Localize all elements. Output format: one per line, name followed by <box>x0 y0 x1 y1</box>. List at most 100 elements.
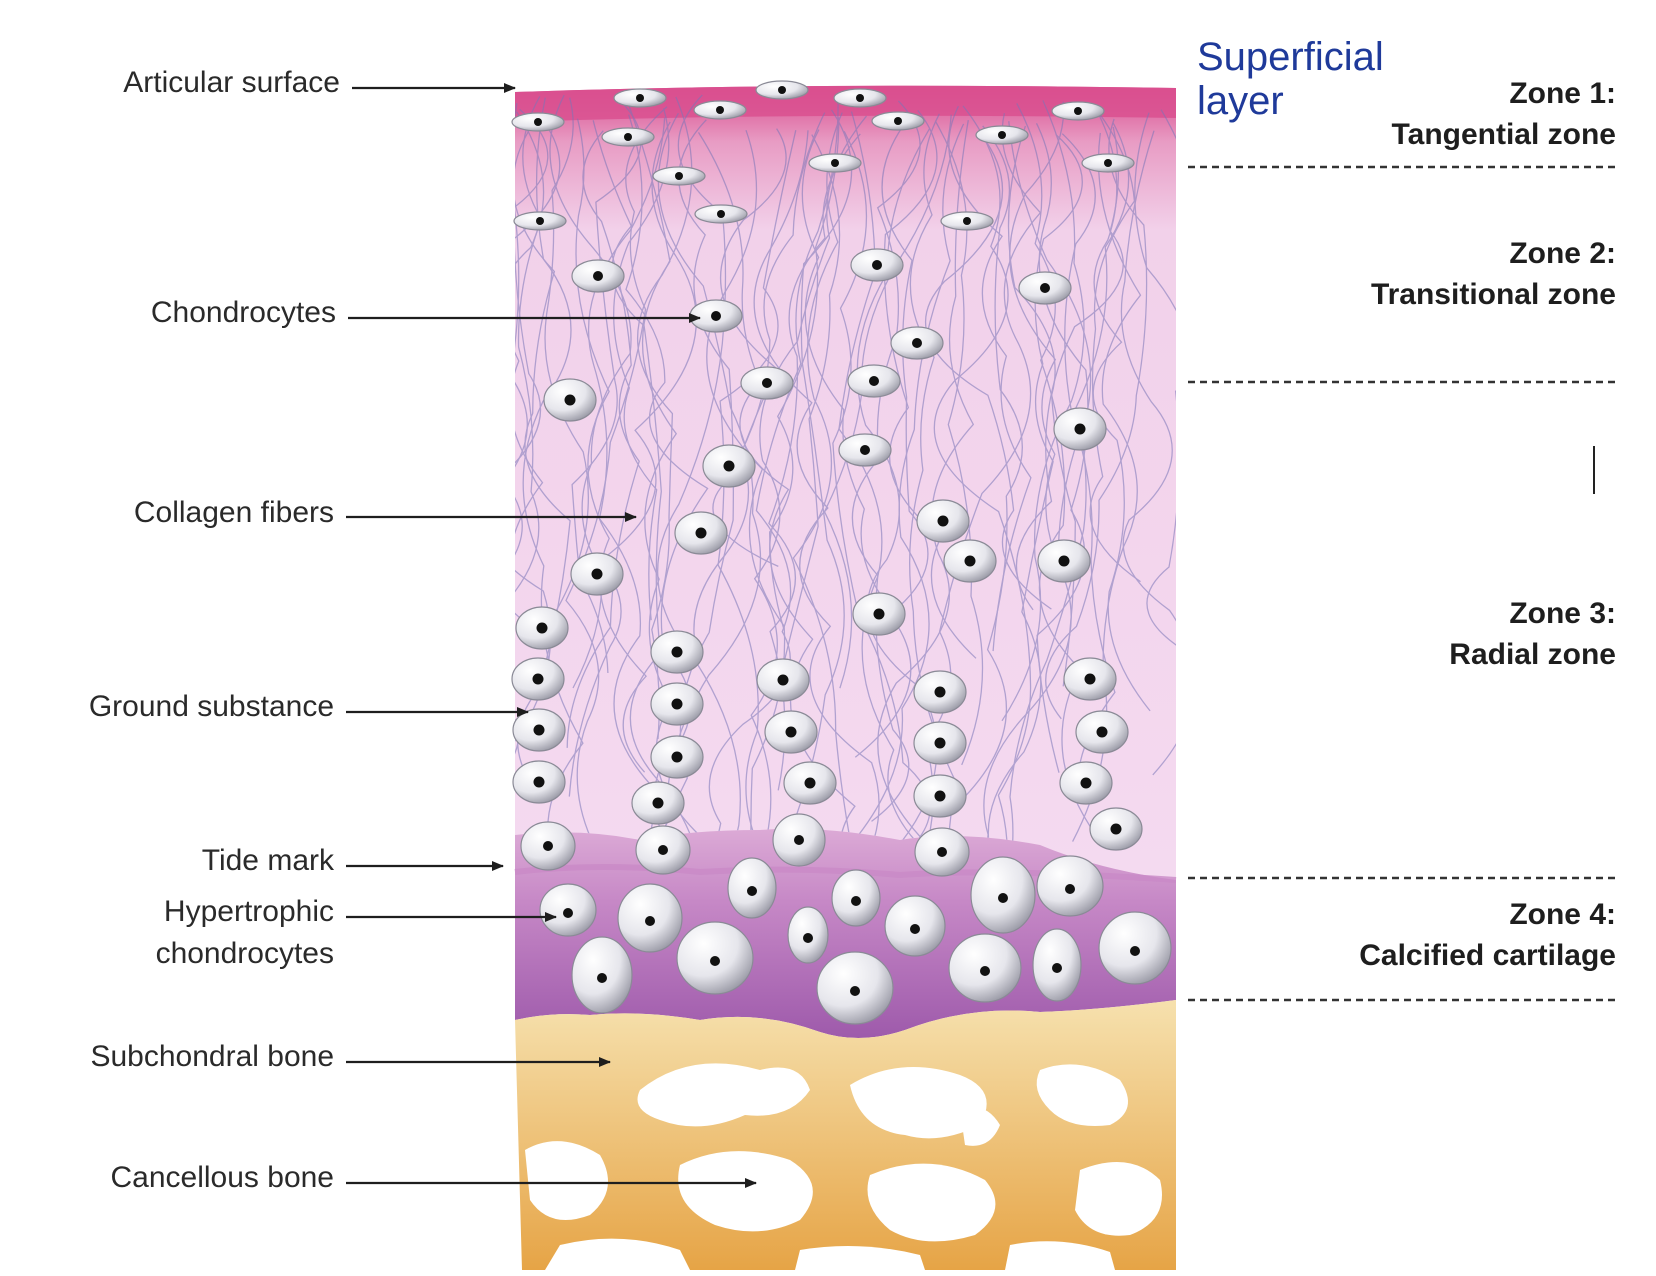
chondrocyte <box>1059 761 1113 805</box>
chondrocyte <box>913 774 967 818</box>
zone4-name: Calcified cartilage <box>1359 939 1616 972</box>
collagen-fiber <box>780 134 841 675</box>
collagen-fiber <box>1045 118 1148 720</box>
collagen-fiber <box>515 96 543 880</box>
chondrocyte <box>571 259 625 293</box>
chondrocyte <box>871 111 925 131</box>
superficial-layer-label-2: layer <box>1197 79 1284 123</box>
collagen-fiber <box>883 109 977 659</box>
collagen-fiber <box>613 108 670 621</box>
chondrocyte <box>652 166 706 186</box>
collagen-fiber <box>708 100 839 880</box>
chondrocyte <box>650 630 704 674</box>
chondrocyte <box>601 127 655 147</box>
chondrocyte <box>847 364 901 398</box>
chondrocyte <box>520 821 576 871</box>
chondrocyte <box>850 248 904 282</box>
chondrocyte <box>884 895 946 957</box>
chondrocyte <box>852 592 906 636</box>
label-tide: Tide mark <box>202 844 335 877</box>
collagen-fiber <box>549 94 632 797</box>
zone2-title: Zone 2: <box>1509 237 1616 270</box>
collagen-fiber <box>934 120 984 766</box>
collagen-fiber <box>641 112 762 880</box>
bone-region <box>515 1000 1176 1270</box>
superficial-layer-label: Superficial <box>1197 35 1384 79</box>
chondrocyte <box>513 211 567 231</box>
chondrocyte <box>539 883 597 937</box>
collagen-fiber <box>1146 109 1176 880</box>
collagen-fiber <box>1061 133 1116 793</box>
collagen-fiber <box>1009 101 1065 551</box>
chondrocyte <box>702 444 756 488</box>
collagen-fiber <box>1072 132 1142 842</box>
chondrocyte <box>838 433 892 467</box>
chondrocyte <box>635 825 691 875</box>
chondrocyte <box>833 88 887 108</box>
collagen-fiber <box>1134 112 1176 598</box>
collagen-fiber <box>918 122 1130 880</box>
collagen-fiber <box>983 134 1083 880</box>
chondrocyte <box>617 883 683 953</box>
collagen-fiber <box>768 133 861 791</box>
chondrocyte <box>693 100 747 120</box>
chondrocyte <box>914 827 970 877</box>
label-subchondral: Subchondral bone <box>90 1040 334 1073</box>
collagen-fiber <box>1089 103 1141 583</box>
collagen-fiber <box>854 125 929 758</box>
chondrocyte <box>511 657 565 701</box>
collagen-fiber <box>522 97 626 880</box>
label-chondrocytes: Chondrocytes <box>151 296 336 329</box>
collagen-fiber <box>717 130 797 880</box>
label-ground: Ground substance <box>89 690 334 723</box>
chondrocyte <box>727 857 777 919</box>
chondrocyte <box>512 708 566 752</box>
chondrocyte <box>689 299 743 333</box>
chondrocyte <box>808 153 862 173</box>
chondrocyte <box>1032 928 1082 1002</box>
collagen-fiber <box>940 125 1023 880</box>
collagen-fiber <box>1015 126 1124 611</box>
chondrocyte <box>943 539 997 583</box>
collagen-fiber <box>818 123 965 880</box>
chondrocyte <box>787 906 829 964</box>
chondrocyte <box>1063 657 1117 701</box>
chondrocyte-cells <box>511 80 1172 1025</box>
collagen-fiber <box>877 119 975 880</box>
chondrocyte <box>570 552 624 596</box>
chondrocyte <box>740 366 794 400</box>
collagen-fiber <box>832 130 931 880</box>
chondrocyte <box>1081 153 1135 173</box>
chondrocyte <box>674 511 728 555</box>
chondrocyte <box>694 204 748 224</box>
chondrocyte <box>650 682 704 726</box>
chondrocyte <box>756 658 810 702</box>
chondrocyte <box>1075 710 1129 754</box>
chondrocyte <box>783 761 837 805</box>
collagen-fiber <box>515 103 544 880</box>
chondrocyte <box>816 951 894 1025</box>
collagen-fiber <box>933 105 1032 880</box>
chondrocyte <box>1036 855 1104 917</box>
chondrocyte <box>1089 807 1143 851</box>
zone1-title: Zone 1: <box>1509 77 1616 110</box>
chondrocyte <box>913 670 967 714</box>
collagen-fiber <box>1016 103 1107 849</box>
label-hypertrophic-2: chondrocytes <box>156 937 334 970</box>
zone3-name: Radial zone <box>1449 638 1616 671</box>
collagen-fiber <box>697 132 912 880</box>
chondrocyte <box>613 88 667 108</box>
marrow-spaces <box>525 1063 1162 1270</box>
chondrocyte <box>650 735 704 779</box>
zone1-name: Tangential zone <box>1392 118 1616 151</box>
zone2-name: Transitional zone <box>1371 278 1616 311</box>
collagen-fiber <box>1120 130 1176 776</box>
chondrocyte <box>940 211 994 231</box>
chondrocyte <box>512 760 566 804</box>
chondrocyte <box>1018 271 1072 305</box>
chondrocyte <box>511 112 565 132</box>
chondrocyte <box>772 813 826 867</box>
tide-mark-line <box>514 864 1177 883</box>
collagen-fiber <box>566 130 640 748</box>
